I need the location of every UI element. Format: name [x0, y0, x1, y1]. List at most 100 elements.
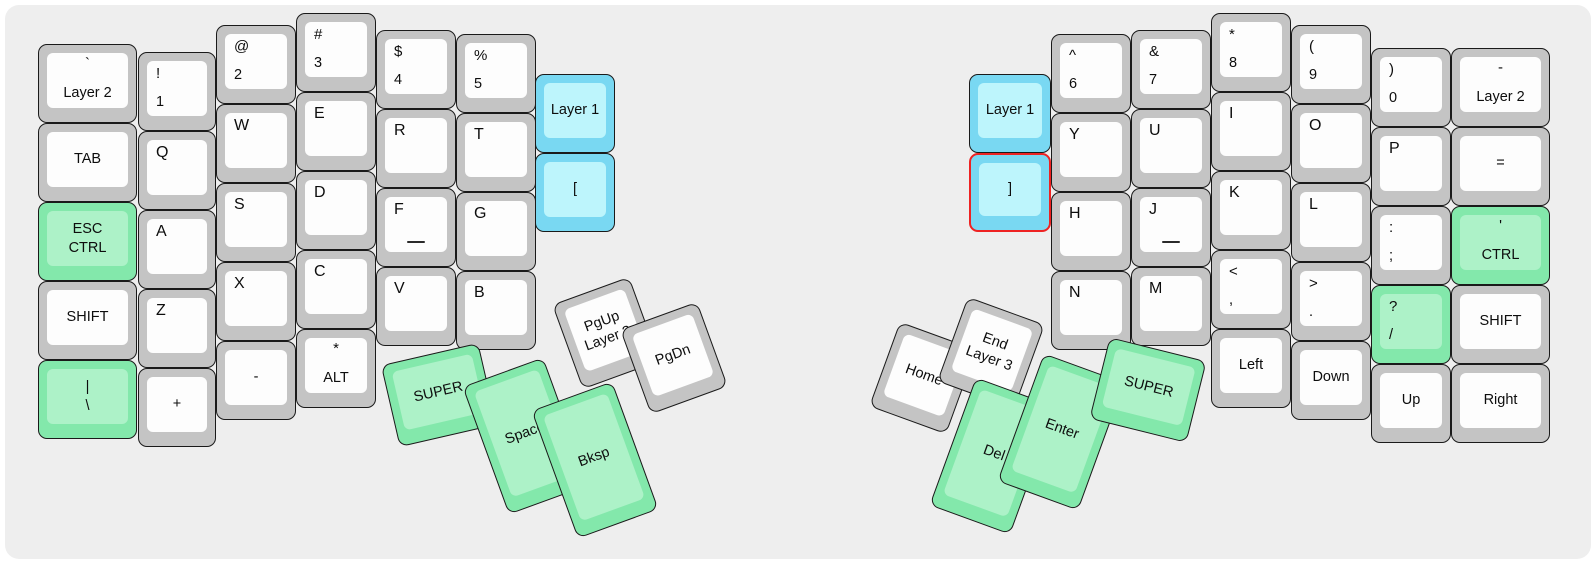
key-7[interactable]: &7 — [1131, 30, 1211, 109]
key-e[interactable]: E — [296, 92, 376, 171]
key-5[interactable]: %5 — [456, 34, 536, 113]
key-k[interactable]: K — [1211, 171, 1291, 250]
key-legend-main: TAB — [73, 151, 102, 168]
key-left[interactable]: Left — [1211, 329, 1291, 408]
key-cap: *ALT — [305, 338, 367, 393]
key-n[interactable]: N — [1051, 271, 1131, 350]
key-cap: L — [1300, 192, 1362, 247]
key-layer-2[interactable]: -Layer 2 — [1451, 48, 1550, 127]
key-key[interactable]: :; — [1371, 206, 1451, 285]
key-legend-main: - — [253, 369, 259, 386]
key-r[interactable]: R — [376, 109, 456, 188]
key-right[interactable]: Right — [1451, 364, 1550, 443]
key-q[interactable]: Q — [138, 131, 216, 210]
key-l[interactable]: L — [1291, 183, 1371, 262]
key-1[interactable]: !1 — [138, 52, 216, 131]
key-d[interactable]: D — [296, 171, 376, 250]
key-cap: N — [1060, 280, 1122, 335]
key-cap: ^6 — [1060, 43, 1122, 98]
key-u[interactable]: U — [1131, 109, 1211, 188]
key-key[interactable]: = — [1451, 127, 1550, 206]
key-legend-main: Y — [1069, 126, 1080, 143]
key-cap: V — [385, 276, 447, 331]
key-cap: W — [225, 113, 287, 168]
key-g[interactable]: G — [456, 192, 536, 271]
key-2[interactable]: @2 — [216, 25, 296, 104]
key-key[interactable]: [ — [535, 153, 615, 232]
key-shift[interactable]: SHIFT — [1451, 285, 1550, 364]
key-6[interactable]: ^6 — [1051, 34, 1131, 113]
key-cap: @2 — [225, 34, 287, 89]
key-legend-main: ; — [1389, 247, 1394, 264]
key-9[interactable]: (9 — [1291, 25, 1371, 104]
key-legend-main: E — [314, 105, 325, 122]
key-cap: Bksp — [542, 392, 646, 522]
key-layer-2[interactable]: `Layer 2 — [38, 44, 137, 123]
key-z[interactable]: Z — [138, 289, 216, 368]
key-legend-main: H — [1069, 205, 1081, 222]
key-cap: :; — [1380, 215, 1442, 270]
key-legend-main: . — [1309, 303, 1314, 320]
key-layer-1[interactable]: Layer 1 — [535, 74, 615, 153]
key-w[interactable]: W — [216, 104, 296, 183]
key-legend-top: # — [314, 26, 323, 43]
key-legend-top: ^ — [1069, 47, 1077, 64]
key-legend-main: A — [156, 223, 167, 240]
key-v[interactable]: V — [376, 267, 456, 346]
key-cap: |\ — [47, 369, 128, 424]
key-key[interactable]: >. — [1291, 262, 1371, 341]
key-cap: U — [1140, 118, 1202, 173]
key-legend-main: , — [1229, 291, 1234, 308]
key-tab[interactable]: TAB — [38, 123, 137, 202]
key-y[interactable]: Y — [1051, 113, 1131, 192]
key-legend-main: V — [394, 280, 405, 297]
key-legend-main: Right — [1483, 392, 1518, 409]
key-0[interactable]: )0 — [1371, 48, 1451, 127]
key-i[interactable]: I — [1211, 92, 1291, 171]
key-key[interactable]: |\ — [38, 360, 137, 439]
key-8[interactable]: *8 — [1211, 13, 1291, 92]
key-j[interactable]: J — [1131, 188, 1211, 267]
key-x[interactable]: X — [216, 262, 296, 341]
key-legend-main: I — [1229, 105, 1234, 122]
key-ctrl[interactable]: 'CTRL — [1451, 206, 1550, 285]
key-legend-top: ( — [1309, 38, 1314, 55]
key-bksp[interactable]: Bksp — [531, 381, 659, 539]
key-key[interactable]: + — [138, 368, 216, 447]
key-down[interactable]: Down — [1291, 341, 1371, 420]
key-o[interactable]: O — [1291, 104, 1371, 183]
key-f[interactable]: F — [376, 188, 456, 267]
key-cap: TAB — [47, 132, 128, 187]
key-shift[interactable]: SHIFT — [38, 281, 137, 360]
key-cap: >. — [1300, 271, 1362, 326]
key-s[interactable]: S — [216, 183, 296, 262]
key-b[interactable]: B — [456, 271, 536, 350]
key-h[interactable]: H — [1051, 192, 1131, 271]
key-cap: + — [147, 377, 207, 432]
key-legend-main: CTRL — [1481, 246, 1520, 263]
key-alt[interactable]: *ALT — [296, 329, 376, 408]
key-legend-top: $ — [394, 43, 403, 60]
key-cap: #3 — [305, 22, 367, 77]
key-c[interactable]: C — [296, 250, 376, 329]
key-legend-main: Del — [981, 441, 1008, 465]
key-cap: X — [225, 271, 287, 326]
key-legend-main: 2 — [234, 66, 243, 83]
key-key[interactable]: ?/ — [1371, 285, 1451, 364]
key-key[interactable]: ] — [969, 153, 1051, 232]
key-cap: B — [465, 280, 527, 335]
key-key[interactable]: - — [216, 341, 296, 420]
key-key[interactable]: <, — [1211, 250, 1291, 329]
key-layer-1[interactable]: Layer 1 — [969, 74, 1051, 153]
key-4[interactable]: $4 — [376, 30, 456, 109]
key-up[interactable]: Up — [1371, 364, 1451, 443]
key-3[interactable]: #3 — [296, 13, 376, 92]
key-m[interactable]: M — [1131, 267, 1211, 346]
key-legend-top: ESC — [72, 221, 103, 238]
key-cap: R — [385, 118, 447, 173]
key-a[interactable]: A — [138, 210, 216, 289]
key-p[interactable]: P — [1371, 127, 1451, 206]
key-t[interactable]: T — [456, 113, 536, 192]
